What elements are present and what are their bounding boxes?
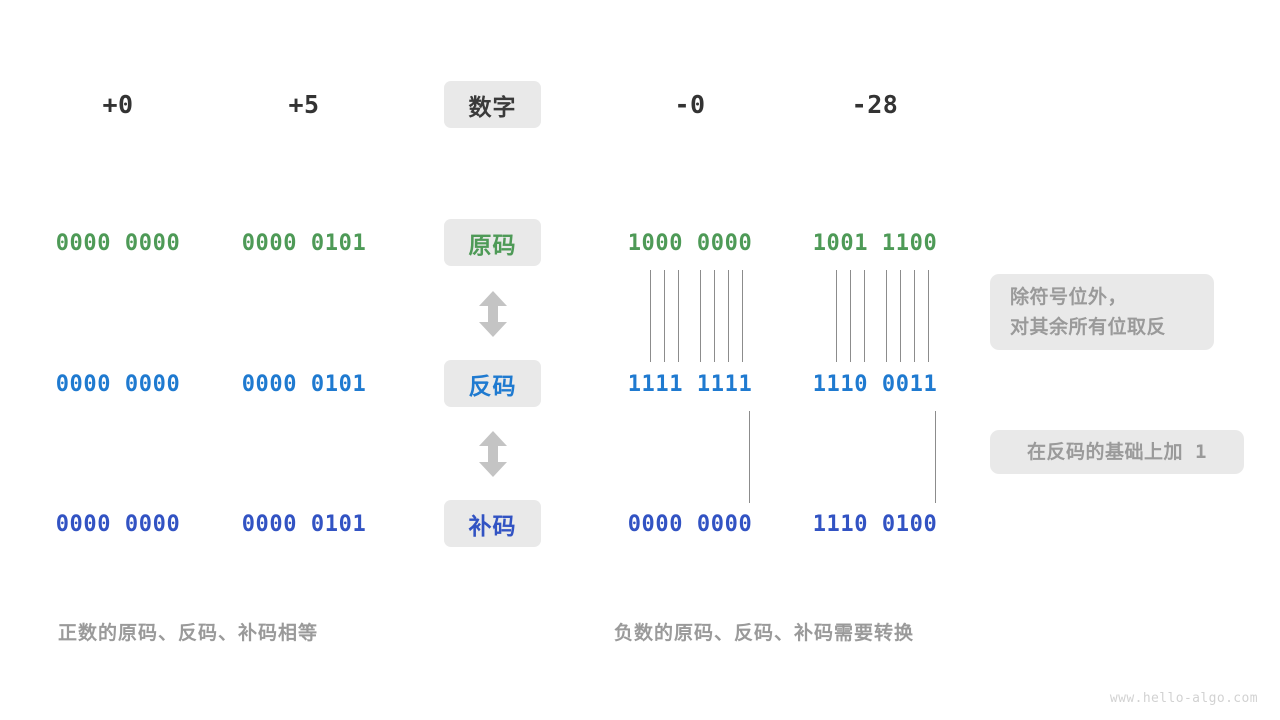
connector-line	[742, 270, 743, 362]
connector-line	[886, 270, 887, 362]
row-label-twos-complement: 补码	[444, 500, 541, 547]
connector-line	[914, 270, 915, 362]
note-add-one-value: 1	[1195, 441, 1207, 463]
connector-line	[700, 270, 701, 362]
caption-negative: 负数的原码、反码、补码需要转换	[614, 622, 915, 644]
row-label-number: 数字	[444, 81, 541, 128]
connector-line	[900, 270, 901, 362]
ones-complement-minus-28: 1110 0011	[812, 371, 938, 397]
connector-line	[935, 411, 936, 503]
note-add-one: 在反码的基础上加 1	[990, 430, 1244, 474]
twos-complement-minus-zero: 0000 0000	[627, 511, 753, 537]
connector-line	[749, 411, 750, 503]
double-headed-vertical-arrow-icon	[476, 431, 510, 477]
caption-positive: 正数的原码、反码、补码相等	[58, 622, 319, 644]
sign-magnitude-minus-28: 1001 1100	[812, 230, 938, 256]
connector-line	[836, 270, 837, 362]
column-header-plus-zero: +0	[102, 89, 134, 119]
connector-line	[664, 270, 665, 362]
twos-complement-plus-zero: 0000 0000	[55, 511, 181, 537]
sign-magnitude-minus-zero: 1000 0000	[627, 230, 753, 256]
double-headed-vertical-arrow-icon	[476, 291, 510, 337]
column-header-minus-28: -28	[851, 89, 899, 119]
ones-complement-minus-zero: 1111 1111	[627, 371, 753, 397]
ones-complement-plus-zero: 0000 0000	[55, 371, 181, 397]
sign-magnitude-plus-zero: 0000 0000	[55, 230, 181, 256]
ones-complement-plus-five: 0000 0101	[241, 371, 367, 397]
note-add-one-prefix: 在反码的基础上加	[1027, 441, 1184, 463]
note-invert-line-1: 除符号位外，	[1010, 286, 1128, 308]
row-label-sign-magnitude: 原码	[444, 219, 541, 266]
row-label-ones-complement: 反码	[444, 360, 541, 407]
column-header-plus-five: +5	[288, 89, 320, 119]
connector-line	[678, 270, 679, 362]
connector-line	[650, 270, 651, 362]
connector-line	[850, 270, 851, 362]
column-header-minus-zero: -0	[674, 89, 706, 119]
note-invert-bits: 除符号位外， 对其余所有位取反	[990, 274, 1214, 350]
connector-line	[928, 270, 929, 362]
connector-line	[728, 270, 729, 362]
twos-complement-minus-28: 1110 0100	[812, 511, 938, 537]
connector-line	[864, 270, 865, 362]
connector-line	[714, 270, 715, 362]
watermark: www.hello-algo.com	[1109, 691, 1258, 706]
note-invert-line-2: 对其余所有位取反	[1010, 316, 1167, 338]
twos-complement-plus-five: 0000 0101	[241, 511, 367, 537]
sign-magnitude-plus-five: 0000 0101	[241, 230, 367, 256]
